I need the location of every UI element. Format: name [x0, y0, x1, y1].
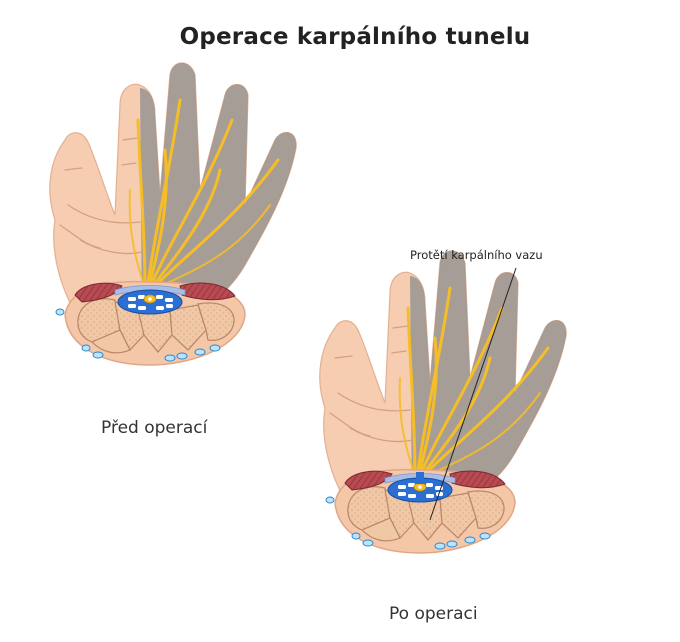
hand-before-surgery — [50, 63, 296, 365]
caption-before-surgery: Před operací — [101, 418, 208, 438]
ligament-cut-annotation: Protětí karpálního vazu — [410, 248, 543, 262]
page-title: Operace karpálního tunelu — [179, 24, 531, 50]
caption-after-surgery: Po operaci — [389, 604, 478, 624]
hand-after-surgery — [320, 251, 566, 553]
annotation-leader-line — [429, 267, 517, 521]
